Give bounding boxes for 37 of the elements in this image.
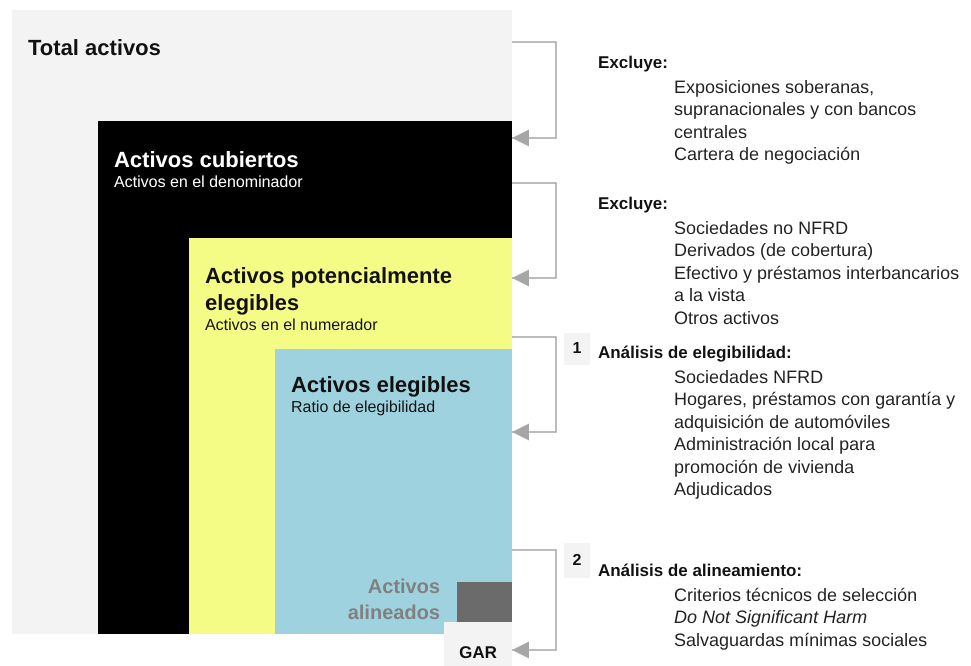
list-item: Salvaguardas mínimas sociales xyxy=(674,628,928,651)
layer-subtitle: Activos en el numerador xyxy=(205,316,379,336)
asset-layer-box xyxy=(98,121,512,634)
list-item: Criterios técnicos de selección xyxy=(674,584,918,606)
layer-title: Total activos xyxy=(28,34,162,61)
result-label: GAR xyxy=(458,642,498,664)
list-item: Adjudicados xyxy=(674,478,774,500)
section-heading: Análisis de alineamiento: xyxy=(598,560,804,582)
layer-title: Activos alineados xyxy=(346,575,440,626)
step-number-badge: 1 xyxy=(564,333,590,365)
section-heading: Análisis de elegibilidad: xyxy=(598,342,793,364)
section-heading: Excluye: xyxy=(598,193,669,215)
bracket-arrow xyxy=(512,41,557,146)
result-box xyxy=(444,622,512,666)
list-item: Sociedades no NFRD xyxy=(674,216,850,239)
list-item: Otros activos xyxy=(674,306,780,329)
list-item: Efectivo y préstamos interbancarios a la vista xyxy=(674,262,960,306)
section-heading: Excluye: xyxy=(598,52,669,74)
list-item: Administración local para promoción de vivienda xyxy=(674,433,876,478)
list-item: Exposiciones soberanas, supranacionales y con bancos centrales xyxy=(674,76,918,143)
list-item: Cartera de negociación xyxy=(674,143,862,166)
bracket-arrow xyxy=(512,182,557,286)
list-item: Derivados (de cobertura) xyxy=(674,239,874,262)
layer-subtitle: Activos en el denominador xyxy=(114,173,304,193)
list-item: Hogares, préstamos con garantía y adquisición de automóviles xyxy=(674,388,956,433)
bracket-arrow xyxy=(512,549,557,658)
list-item: Sociedades NFRD xyxy=(674,366,824,388)
layer-title: Activos cubiertos xyxy=(114,146,300,173)
bracket-arrow xyxy=(512,336,557,440)
step-number-badge: 2 xyxy=(564,543,590,578)
asset-layer-box xyxy=(275,349,512,634)
layer-title: Activos elegibles xyxy=(291,371,472,398)
asset-layer-box xyxy=(189,238,512,634)
list-item: Do Not Significant Harm xyxy=(674,606,868,628)
layer-title: Activos potencialmente elegibles xyxy=(205,262,453,316)
asset-layer-box xyxy=(12,10,512,634)
layer-subtitle: Ratio de elegibilidad xyxy=(291,398,436,418)
